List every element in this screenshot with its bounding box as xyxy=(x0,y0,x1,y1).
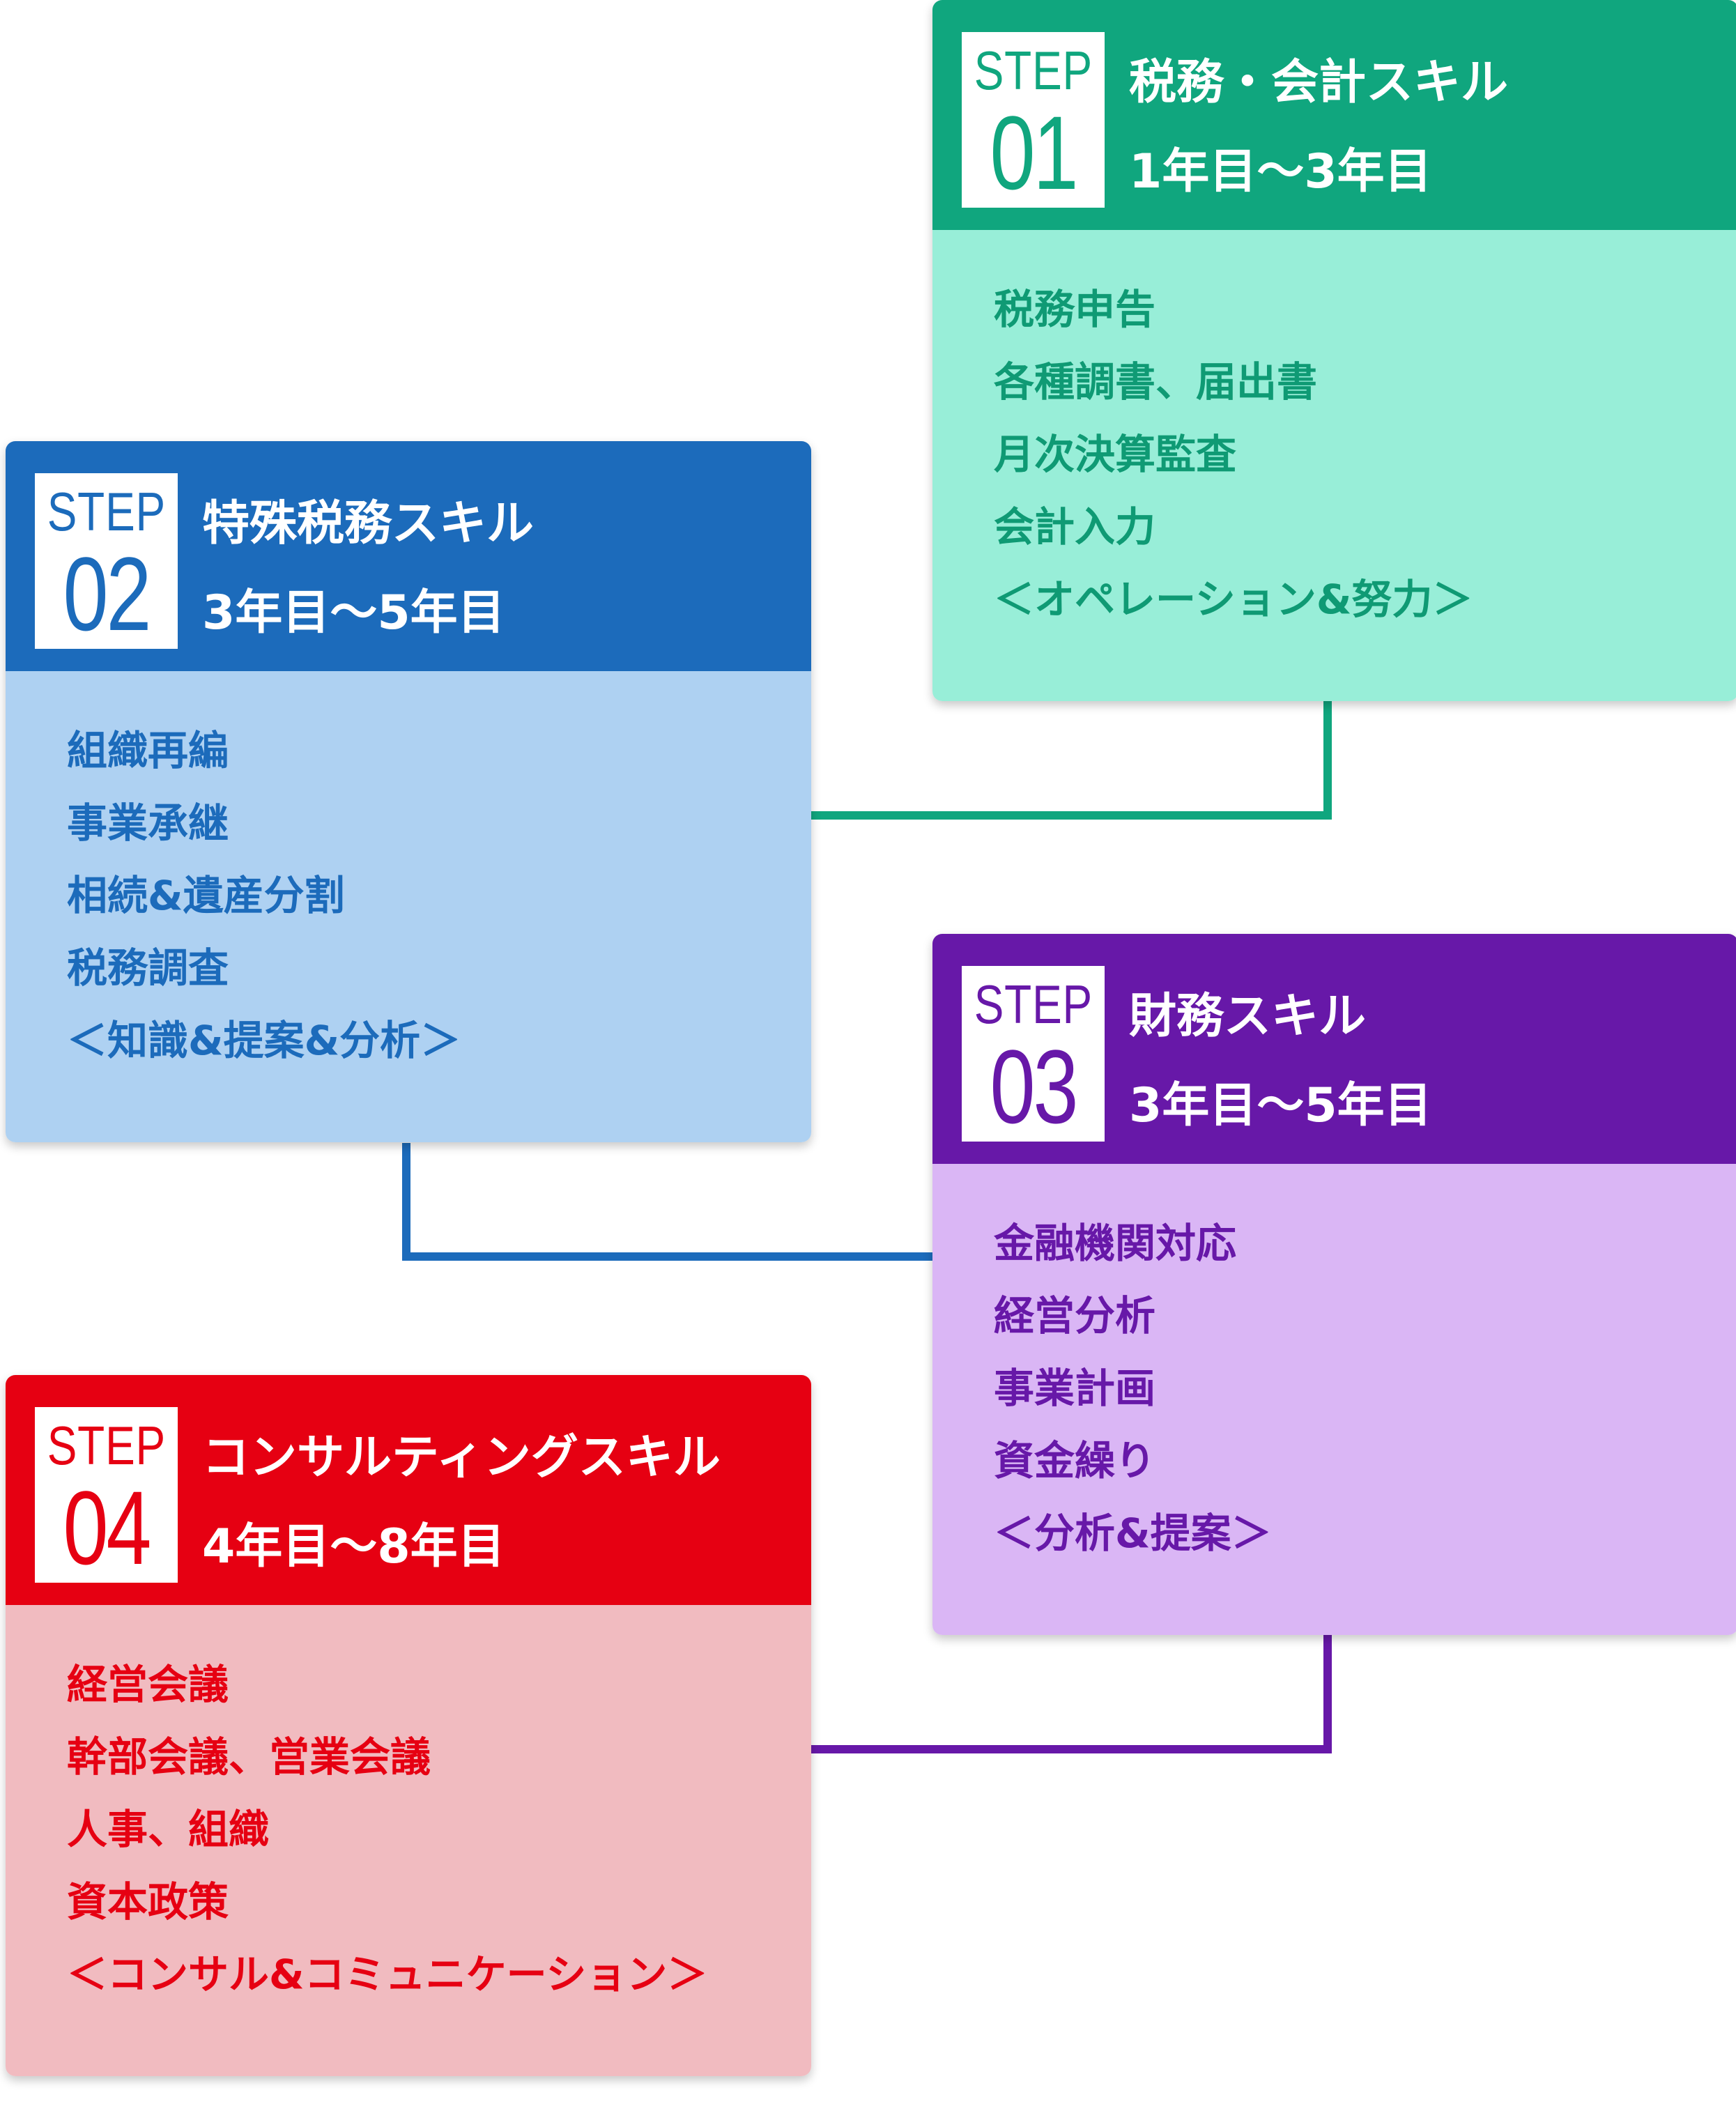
step-card-header: STEP 04 コンサルティングスキル 4年目〜8年目 xyxy=(6,1375,811,1605)
skill-item: 資本政策 xyxy=(67,1878,229,1926)
step-title: コンサルティングスキル xyxy=(202,1430,721,1485)
skill-item-summary: ＜コンサル&コミュニケーション＞ xyxy=(67,1951,708,1998)
step-card-body: 経営会議 幹部会議、営業会議 人事、組織 資本政策 ＜コンサル&コミュニケーショ… xyxy=(6,1605,811,2076)
step-card-body: 税務申告 各種調書、届出書 月次決算監査 会計入力 ＜オペレーション&努力＞ xyxy=(932,230,1736,701)
skill-item: 事業承継 xyxy=(67,799,229,847)
step-title: 税務・会計スキル xyxy=(1129,55,1509,110)
skill-item: 事業計画 xyxy=(994,1365,1156,1412)
step-card-01: STEP 01 税務・会計スキル 1年目〜3年目 税務申告 各種調書、届出書 月… xyxy=(932,0,1736,701)
step-badge: STEP 01 xyxy=(962,32,1105,208)
skill-item: 会計入力 xyxy=(994,503,1156,551)
skill-item: 幹部会議、営業会議 xyxy=(67,1733,431,1781)
skill-item: 相続&遺産分割 xyxy=(67,872,345,919)
skill-item: 税務申告 xyxy=(994,286,1156,333)
skill-item-summary: ＜分析&提案＞ xyxy=(994,1510,1272,1557)
skill-item: 組織再編 xyxy=(67,727,229,774)
connector-step1-to-step2 xyxy=(808,700,1332,820)
step-years: 4年目〜8年目 xyxy=(202,1519,505,1574)
step-label: STEP xyxy=(47,1415,166,1476)
skill-item: 各種調書、届出書 xyxy=(994,358,1318,406)
step-badge: STEP 02 xyxy=(35,473,178,649)
step-card-body: 組織再編 事業承継 相続&遺産分割 税務調査 ＜知識&提案&分析＞ xyxy=(6,671,811,1142)
step-number: 03 xyxy=(990,1028,1079,1145)
step-title: 特殊税務スキル xyxy=(202,496,535,551)
step-badge: STEP 03 xyxy=(962,966,1105,1142)
skill-item: 人事、組織 xyxy=(67,1806,270,1853)
skill-item: 金融機関対応 xyxy=(994,1220,1237,1267)
step-years: 1年目〜3年目 xyxy=(1129,144,1432,199)
step-years: 3年目〜5年目 xyxy=(202,585,505,640)
step-label: STEP xyxy=(974,974,1093,1035)
skill-item: 税務調査 xyxy=(67,944,229,992)
step-card-04: STEP 04 コンサルティングスキル 4年目〜8年目 経営会議 幹部会議、営業… xyxy=(6,1375,811,2076)
step-card-header: STEP 03 財務スキル 3年目〜5年目 xyxy=(932,934,1736,1164)
step-title: 財務スキル xyxy=(1129,989,1367,1044)
skill-item-summary: ＜オペレーション&努力＞ xyxy=(994,576,1473,623)
step-number: 01 xyxy=(990,94,1079,211)
step-number: 02 xyxy=(63,535,152,652)
step-label: STEP xyxy=(47,481,166,542)
step-card-body: 金融機関対応 経営分析 事業計画 資金繰り ＜分析&提案＞ xyxy=(932,1164,1736,1635)
skill-item: 月次決算監査 xyxy=(994,431,1237,478)
skill-item: 経営分析 xyxy=(994,1292,1156,1339)
step-card-03: STEP 03 財務スキル 3年目〜5年目 金融機関対応 経営分析 事業計画 資… xyxy=(932,934,1736,1635)
skill-item-summary: ＜知識&提案&分析＞ xyxy=(67,1017,461,1064)
step-badge: STEP 04 xyxy=(35,1407,178,1583)
step-card-header: STEP 02 特殊税務スキル 3年目〜5年目 xyxy=(6,441,811,671)
connector-step2-to-step3 xyxy=(402,1143,934,1261)
step-label: STEP xyxy=(974,40,1093,101)
skill-item: 経営会議 xyxy=(67,1661,229,1708)
step-years: 3年目〜5年目 xyxy=(1129,1078,1432,1133)
connector-step3-to-step4 xyxy=(808,1634,1332,1753)
step-number: 04 xyxy=(63,1469,152,1586)
step-card-header: STEP 01 税務・会計スキル 1年目〜3年目 xyxy=(932,0,1736,230)
step-card-02: STEP 02 特殊税務スキル 3年目〜5年目 組織再編 事業承継 相続&遺産分… xyxy=(6,441,811,1142)
skill-item: 資金繰り xyxy=(994,1437,1156,1484)
